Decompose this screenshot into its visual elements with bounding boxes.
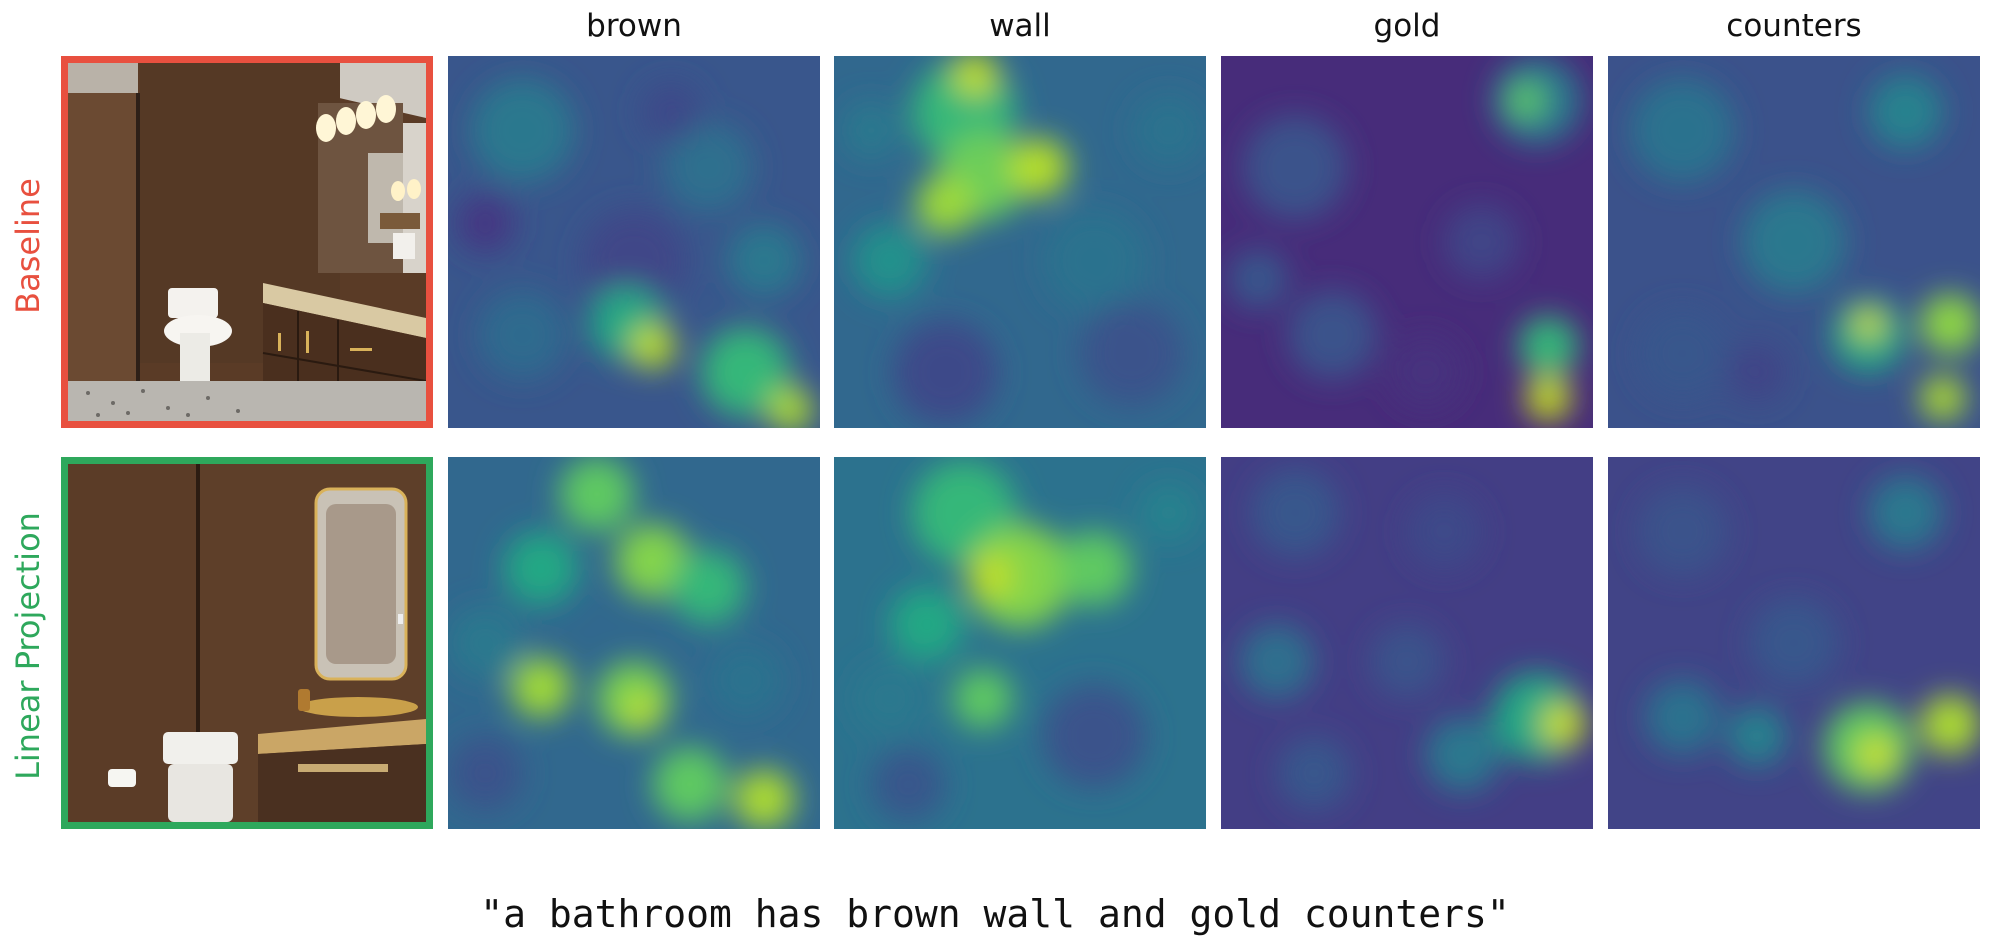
column-label-gold: gold — [1373, 8, 1441, 44]
prompt-caption: "a bathroom has brown wall and gold coun… — [480, 892, 1510, 936]
row-label-linear-projection: Linear Projection — [9, 512, 47, 780]
heatmap-linear-counters — [1608, 457, 1980, 829]
row-label-baseline: Baseline — [9, 178, 47, 314]
column-label-brown: brown — [586, 8, 682, 44]
heatmap-linear-brown — [448, 457, 820, 829]
heatmap-baseline-counters — [1608, 56, 1980, 428]
linear-projection-bathroom-image — [61, 457, 433, 829]
column-label-counters: counters — [1726, 8, 1862, 44]
heatmap-baseline-brown — [448, 56, 820, 428]
heatmap-linear-wall — [834, 457, 1206, 829]
column-label-wall: wall — [989, 8, 1051, 44]
baseline-bathroom-image — [61, 56, 433, 428]
heatmap-baseline-wall — [834, 56, 1206, 428]
heatmap-baseline-gold — [1221, 56, 1593, 428]
heatmap-linear-gold — [1221, 457, 1593, 829]
